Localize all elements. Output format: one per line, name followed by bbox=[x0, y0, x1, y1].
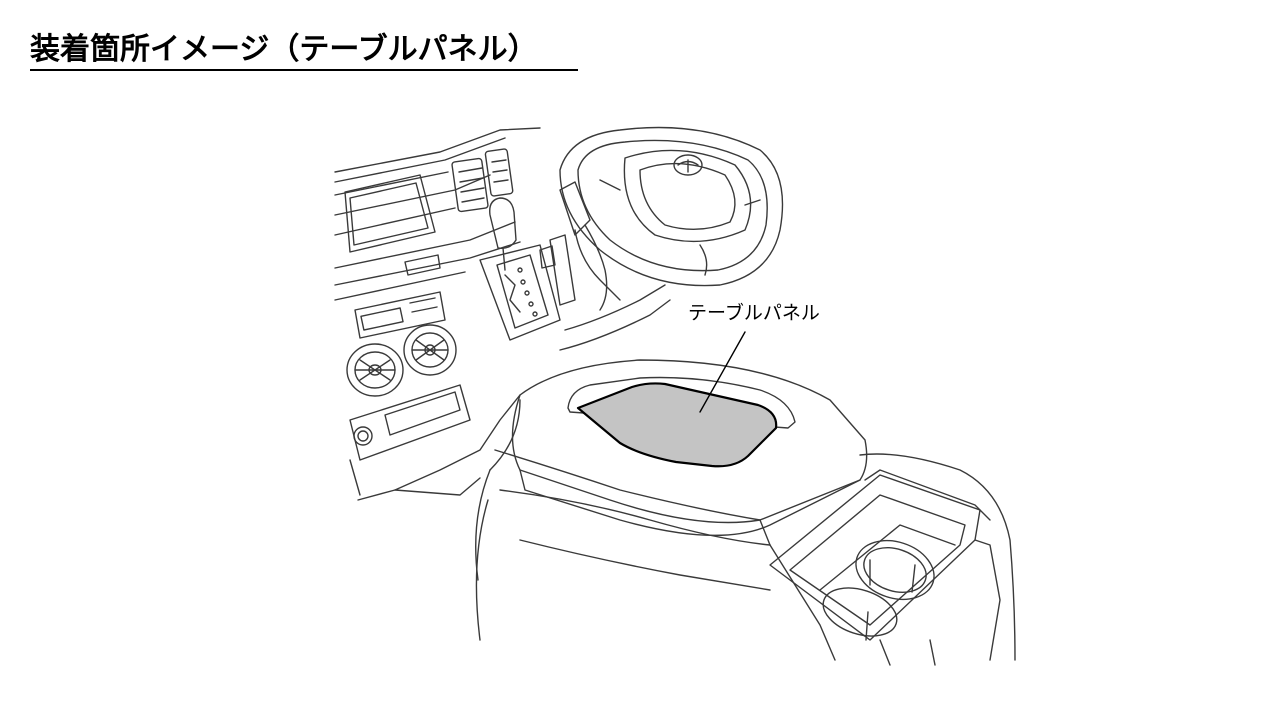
cup-holder-rear bbox=[822, 587, 898, 641]
title-underline bbox=[30, 69, 578, 71]
steering-wheel bbox=[559, 126, 784, 287]
dashboard bbox=[334, 127, 541, 501]
callout-leader-line bbox=[699, 331, 746, 413]
table-panel-highlight bbox=[576, 382, 778, 468]
navigation-screen bbox=[344, 174, 436, 253]
steering-column bbox=[539, 181, 671, 351]
rear-console bbox=[769, 453, 1016, 661]
console-side-panel bbox=[879, 539, 1001, 666]
lower-dashboard bbox=[349, 384, 471, 496]
cup-holder-front bbox=[855, 539, 935, 601]
round-vent-right bbox=[403, 324, 457, 376]
control-panel bbox=[354, 254, 446, 339]
center-vents bbox=[451, 148, 514, 213]
round-vent-left bbox=[346, 343, 404, 397]
table-panel-recess bbox=[567, 376, 796, 429]
center-console bbox=[475, 359, 868, 661]
shift-lever bbox=[479, 197, 561, 341]
callout-label: テーブルパネル bbox=[688, 301, 820, 324]
page-title: 装着箇所イメージ（テーブルパネル） bbox=[30, 32, 538, 67]
